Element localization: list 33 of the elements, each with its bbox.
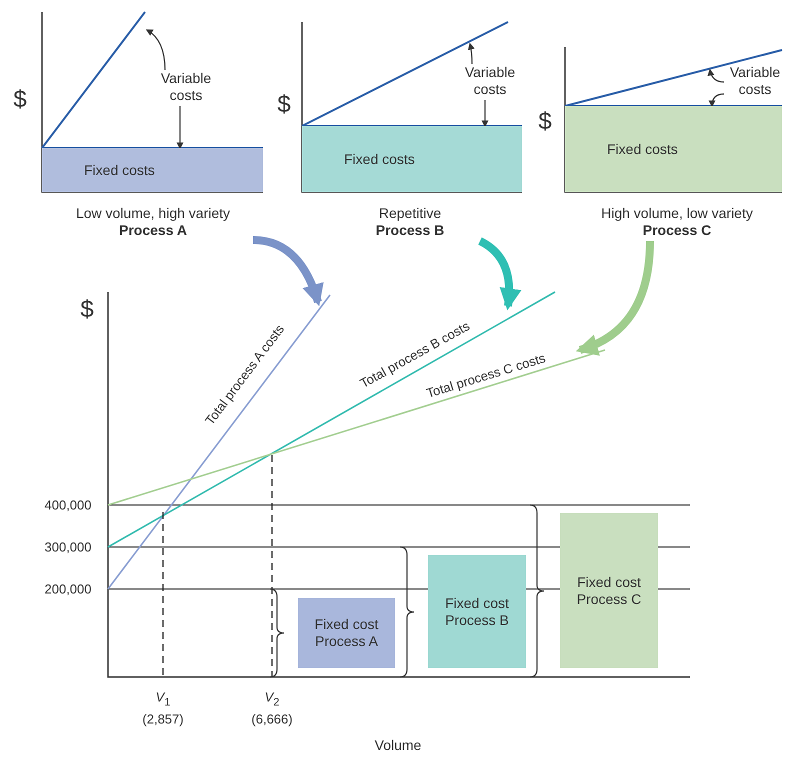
curved-arrow bbox=[252, 236, 324, 306]
leader-arrow bbox=[708, 68, 724, 83]
fixed-cost-area: Fixed costs bbox=[302, 126, 522, 192]
tick-label: 400,000 bbox=[44, 498, 92, 512]
leader-arrow bbox=[708, 93, 724, 108]
process-label: High volume, low variety Process C bbox=[572, 205, 782, 241]
fixed-cost-area: Fixed costs bbox=[565, 106, 782, 192]
annotation-text: Variable costs bbox=[724, 64, 786, 100]
leader-arrow bbox=[176, 106, 184, 150]
axis-symbol: $ bbox=[277, 91, 291, 119]
leader-arrow bbox=[146, 29, 166, 70]
tick-label: 300,000 bbox=[44, 540, 92, 554]
annotation-text: Variable costs bbox=[452, 64, 528, 100]
process-label: Low volume, high variety Process A bbox=[53, 205, 253, 241]
axis-marker-label: V$_{1}$ bbox=[156, 690, 170, 708]
axis-marker-label: V$_{2}$ bbox=[264, 690, 280, 708]
process-label: Repetitive Process B bbox=[340, 205, 480, 241]
leader-arrow bbox=[468, 42, 475, 64]
fixed-cost-area: Fixed costs bbox=[42, 148, 263, 192]
tick-label: 200,000 bbox=[44, 582, 92, 596]
axis-symbol: $ bbox=[538, 108, 552, 136]
fixed-cost-bar: Fixed cost Process A bbox=[298, 598, 395, 668]
curved-arrow bbox=[478, 238, 521, 310]
axis-symbol: $ bbox=[80, 296, 94, 324]
curved-arrow bbox=[576, 240, 654, 355]
axis-title: Volume bbox=[374, 737, 422, 753]
fixed-cost-bar: Fixed cost Process B bbox=[428, 555, 526, 668]
axis-symbol: $ bbox=[13, 86, 27, 114]
fixed-cost-bar: Fixed cost Process C bbox=[560, 513, 658, 668]
annotation-text: Variable costs bbox=[150, 70, 222, 106]
axis-marker-label: (6,666) bbox=[251, 712, 293, 726]
leader-arrow bbox=[482, 100, 488, 128]
axis-marker-label: (2,857) bbox=[142, 712, 184, 726]
